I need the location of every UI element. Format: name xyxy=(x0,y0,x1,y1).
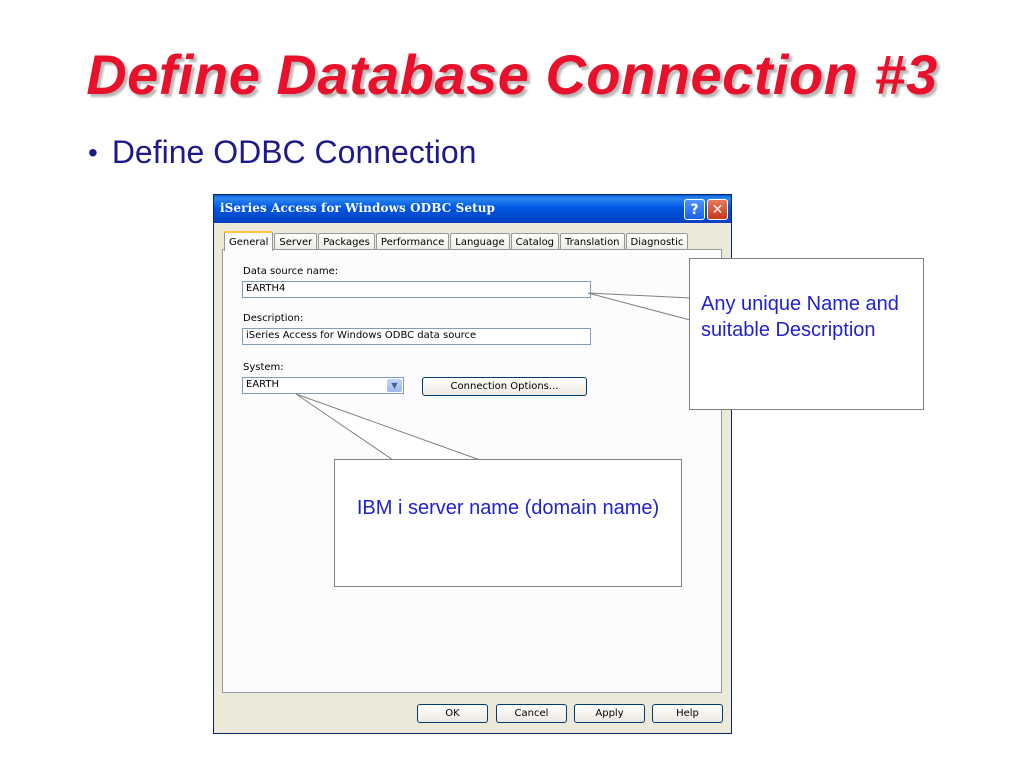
tab-diagnostic[interactable]: Diagnostic xyxy=(625,233,689,250)
ok-button[interactable]: OK xyxy=(417,704,488,723)
connection-options-button[interactable]: Connection Options... xyxy=(422,377,587,396)
data-source-input[interactable]: EARTH4 xyxy=(242,281,591,298)
chevron-down-icon[interactable]: ▼ xyxy=(387,379,402,392)
tab-packages[interactable]: Packages xyxy=(318,233,375,250)
system-select-value: EARTH xyxy=(246,379,280,390)
bullet-dot-icon: • xyxy=(88,136,98,168)
system-select[interactable]: EARTH ▼ xyxy=(242,377,404,394)
description-input[interactable]: iSeries Access for Windows ODBC data sou… xyxy=(242,328,591,345)
dialog-titlebar[interactable]: iSeries Access for Windows ODBC Setup ? … xyxy=(214,195,731,223)
bullet-text: Define ODBC Connection xyxy=(111,134,477,170)
help-icon[interactable]: ? xyxy=(684,199,705,220)
close-icon[interactable]: ✕ xyxy=(707,199,728,220)
tab-strip: General Server Packages Performance Lang… xyxy=(224,231,689,251)
callout-server-name: IBM i server name (domain name) xyxy=(334,459,682,587)
apply-button[interactable]: Apply xyxy=(574,704,645,723)
help-button[interactable]: Help xyxy=(652,704,723,723)
cancel-button[interactable]: Cancel xyxy=(496,704,567,723)
tab-translation[interactable]: Translation xyxy=(560,233,625,250)
slide-title: Define Database Connection #3 xyxy=(86,43,938,106)
tab-general[interactable]: General xyxy=(224,231,274,251)
tab-server[interactable]: Server xyxy=(274,233,318,250)
tab-catalog[interactable]: Catalog xyxy=(510,233,560,250)
callout-name-description: Any unique Name and suitable Description xyxy=(689,258,924,410)
description-label: Description: xyxy=(243,313,304,324)
tab-performance[interactable]: Performance xyxy=(375,233,450,250)
dialog-title: iSeries Access for Windows ODBC Setup xyxy=(220,201,496,215)
data-source-label: Data source name: xyxy=(243,266,339,277)
tab-language[interactable]: Language xyxy=(450,233,510,250)
bullet-item: • Define ODBC Connection xyxy=(88,134,476,171)
system-label: System: xyxy=(243,362,284,373)
